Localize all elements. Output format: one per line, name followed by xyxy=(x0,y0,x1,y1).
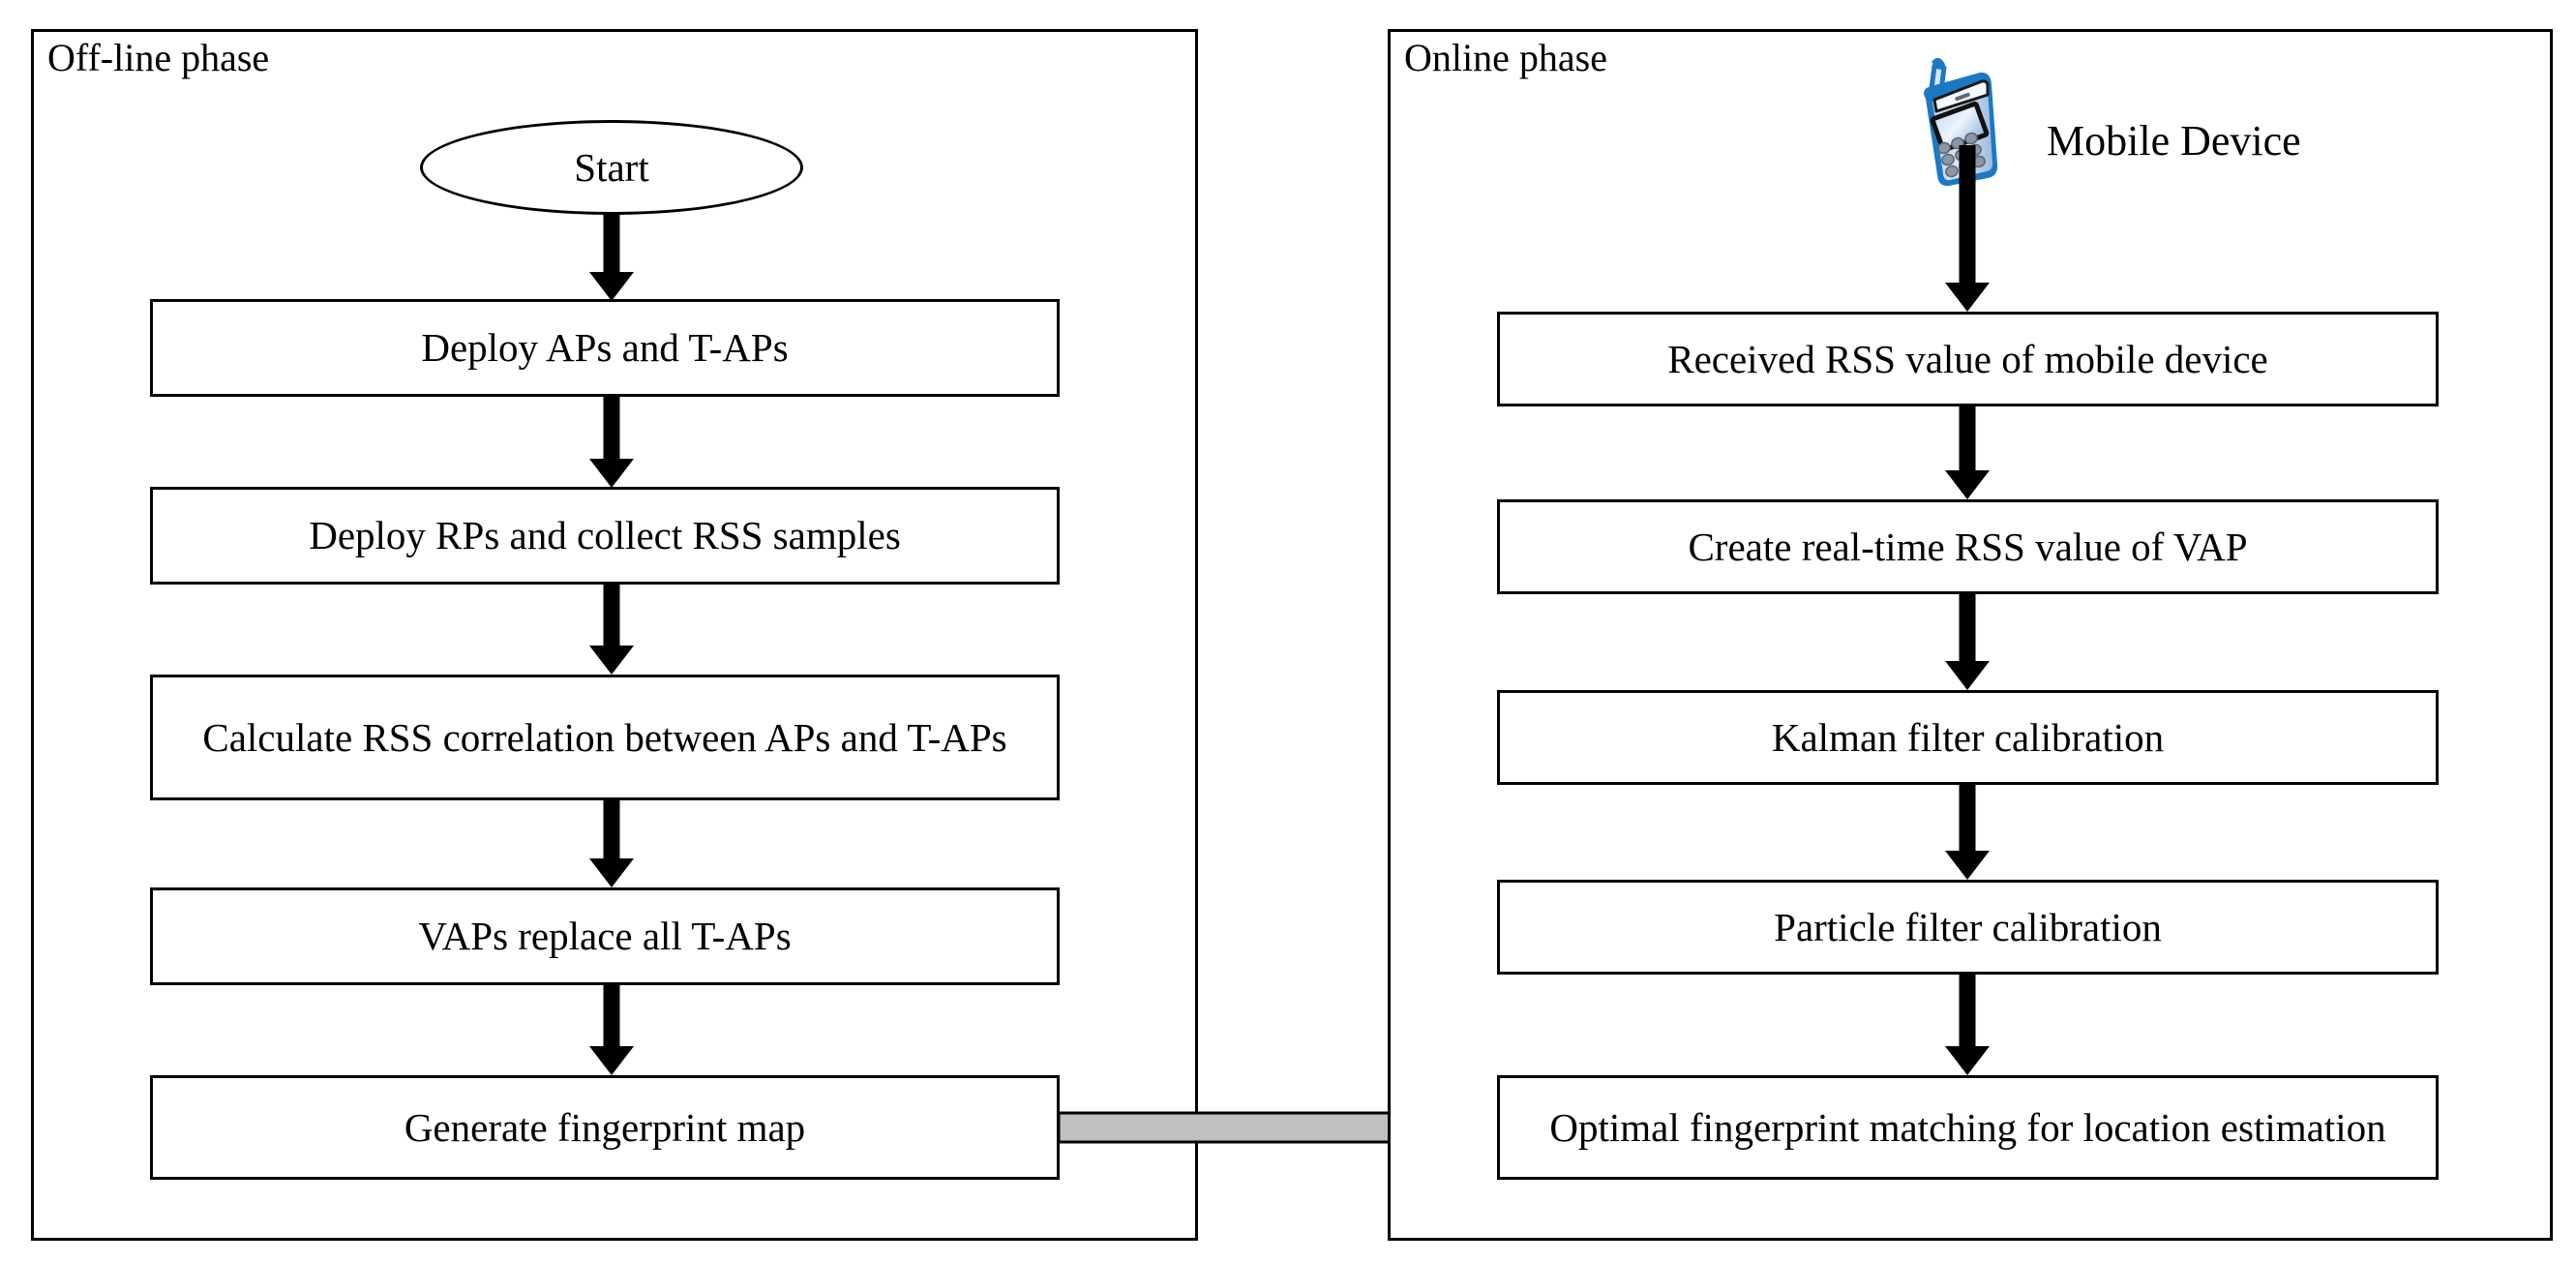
start-node-label: Start xyxy=(574,145,649,190)
arrow-offline-3-to-4 xyxy=(589,800,634,887)
offline-step-1-box: Deploy APs and T-APs xyxy=(150,299,1060,397)
arrow-device-to-online-1 xyxy=(1945,145,1990,312)
start-node: Start xyxy=(420,120,803,215)
online-step-1-label: Received RSS value of mobile device xyxy=(1667,336,2268,381)
arrow-online-2-to-3 xyxy=(1945,594,1990,690)
online-phase-title: Online phase xyxy=(1404,36,1607,79)
online-step-4-box: Particle filter calibration xyxy=(1497,880,2439,975)
offline-step-4-box: VAPs replace all T-APs xyxy=(150,887,1060,985)
offline-step-3-label: Calculate RSS correlation between APs an… xyxy=(202,714,1007,760)
online-step-2-label: Create real-time RSS value of VAP xyxy=(1688,524,2248,569)
arrow-offline-4-to-5 xyxy=(589,985,634,1075)
mobile-device-label: Mobile Device xyxy=(2047,117,2301,165)
arrow-online-4-to-5 xyxy=(1945,975,1990,1075)
offline-step-2-box: Deploy RPs and collect RSS samples xyxy=(150,487,1060,585)
online-step-5-box: Optimal fingerprint matching for locatio… xyxy=(1497,1075,2439,1180)
arrow-online-1-to-2 xyxy=(1945,406,1990,499)
online-step-4-label: Particle filter calibration xyxy=(1774,904,2162,949)
offline-step-5-box: Generate fingerprint map xyxy=(150,1075,1060,1180)
arrow-start-to-deploy-aps xyxy=(589,212,634,301)
online-step-5-label: Optimal fingerprint matching for locatio… xyxy=(1549,1104,2386,1150)
online-step-3-box: Kalman filter calibration xyxy=(1497,690,2439,785)
arrow-offline-1-to-2 xyxy=(589,397,634,488)
offline-step-4-label: VAPs replace all T-APs xyxy=(418,914,792,959)
online-step-1-box: Received RSS value of mobile device xyxy=(1497,312,2439,406)
offline-phase-title: Off-line phase xyxy=(47,36,270,79)
offline-step-1-label: Deploy APs and T-APs xyxy=(421,325,789,371)
offline-step-3-box: Calculate RSS correlation between APs an… xyxy=(150,675,1060,800)
arrow-online-3-to-4 xyxy=(1945,785,1990,880)
online-step-3-label: Kalman filter calibration xyxy=(1771,714,2165,760)
mobile-phone-icon xyxy=(1904,50,2011,187)
online-step-2-box: Create real-time RSS value of VAP xyxy=(1497,499,2439,594)
offline-step-2-label: Deploy RPs and collect RSS samples xyxy=(309,513,901,558)
arrow-offline-2-to-3 xyxy=(589,585,634,675)
offline-step-5-label: Generate fingerprint map xyxy=(404,1104,806,1150)
